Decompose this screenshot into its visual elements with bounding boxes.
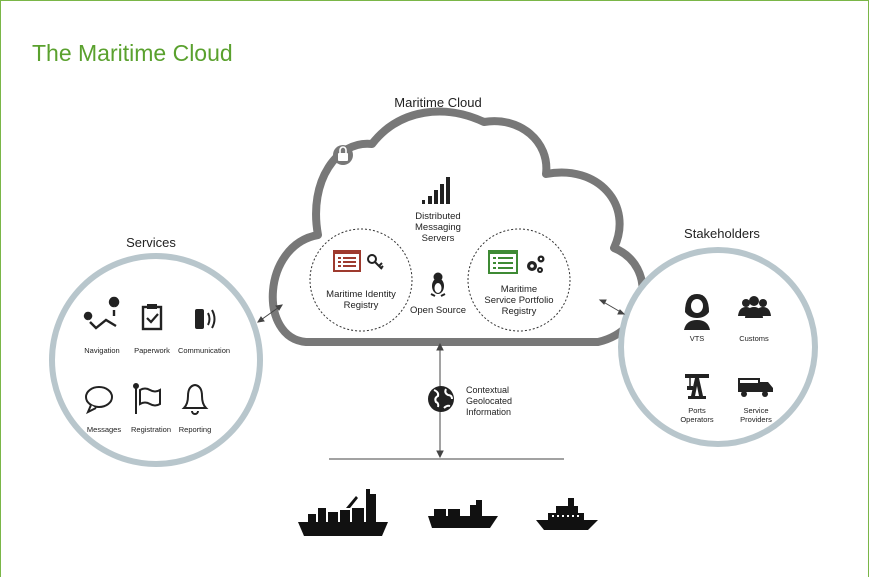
stakeholder-label-providers-2: Providers (740, 415, 772, 424)
stakeholder-label-vts: VTS (690, 334, 705, 343)
group-icon (738, 296, 771, 318)
services-title: Services (126, 235, 176, 250)
services-circle (49, 253, 263, 467)
stakeholder-label-customs: Customs (739, 334, 769, 343)
portfolio-label-1: Maritime (501, 284, 537, 295)
messaging-label-3: Servers (422, 233, 455, 244)
geo-label-3: Information (466, 407, 511, 417)
cloud-title: Maritime Cloud (394, 95, 481, 110)
flag-icon (133, 383, 161, 414)
stakeholder-label-ports-1: Ports (688, 406, 706, 415)
services-label-communication: Communication (178, 346, 230, 355)
portfolio-registry-icon (488, 250, 518, 274)
stakeholder-label-ports-2: Operators (680, 415, 714, 424)
signal-bars-icon (422, 177, 450, 204)
stakeholder-label-providers-1: Service (743, 406, 768, 415)
operator-headset-icon (684, 294, 710, 330)
geo-label-1: Contextual (466, 385, 509, 395)
container-ship-icon (298, 489, 388, 536)
globe-icon (428, 386, 454, 412)
bell-icon (181, 383, 209, 415)
gears-icon (527, 255, 545, 273)
page-title: The Maritime Cloud (32, 40, 233, 66)
portfolio-label-3: Registry (502, 306, 537, 317)
identity-registry-circle (309, 228, 413, 332)
services-cloud-connector (257, 304, 283, 323)
identity-registry-icon (333, 250, 361, 272)
lock-icon (333, 145, 353, 165)
clipboard-icon (141, 304, 163, 331)
stakeholders-title: Stakeholders (684, 226, 760, 241)
geo-label-2: Geolocated (466, 396, 512, 406)
port-crane-icon (685, 374, 709, 399)
truck-icon (738, 378, 773, 397)
cargo-ship-icon (428, 500, 498, 528)
messaging-label-1: Distributed (415, 211, 460, 222)
messaging-label-2: Messaging (415, 222, 461, 233)
services-label-reporting: Reporting (179, 425, 212, 434)
cloud-shape (268, 107, 647, 346)
speech-bubble-icon (85, 386, 113, 415)
portfolio-label-2: Service Portfolio (484, 295, 553, 306)
phone-icon (195, 309, 216, 329)
services-label-messages: Messages (87, 425, 121, 434)
stakeholders-cloud-connector (598, 299, 626, 315)
cruise-ship-icon (536, 498, 598, 530)
key-icon (367, 254, 384, 270)
identity-label-2: Registry (344, 300, 379, 311)
services-label-registration: Registration (131, 425, 171, 434)
services-label-paperwork: Paperwork (134, 346, 170, 355)
identity-label-1: Maritime Identity (326, 289, 396, 300)
portfolio-registry-circle (467, 228, 571, 332)
services-label-navigation: Navigation (84, 346, 119, 355)
navigation-route-icon (83, 296, 120, 330)
open-source-label: Open Source (410, 305, 466, 316)
linux-penguin-icon (430, 272, 446, 297)
stakeholders-circle (618, 247, 818, 447)
